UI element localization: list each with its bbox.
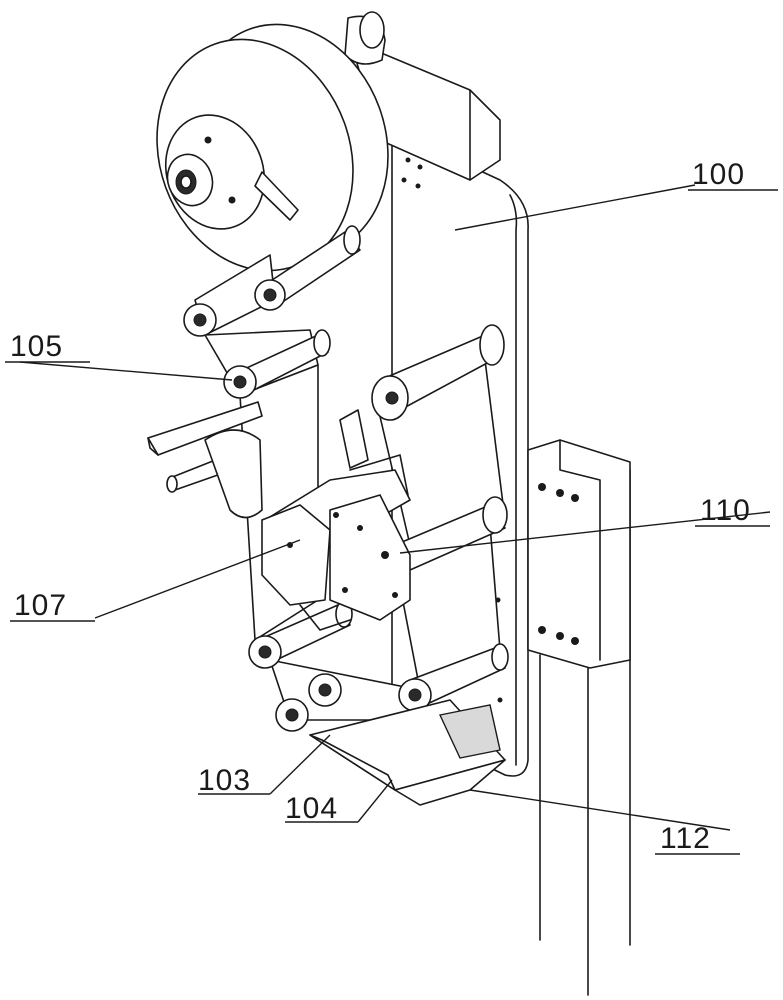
side-bracket — [527, 439, 631, 669]
label-103: 103 — [198, 764, 251, 797]
label-110: 110 — [700, 494, 751, 527]
supply-reel — [156, 23, 389, 272]
roller-right-upper — [371, 324, 505, 421]
label-104: 104 — [285, 792, 338, 825]
roller-upper-2 — [183, 303, 217, 337]
label-105: 105 — [10, 330, 63, 363]
label-100: 100 — [692, 158, 745, 191]
roller-105 — [223, 329, 331, 399]
roller-lower-mid — [308, 673, 342, 707]
leader-lines — [19, 184, 771, 831]
reference-labels: 100 105 110 107 103 104 112 — [5, 158, 778, 855]
label-107: 107 — [14, 589, 67, 622]
label-112: 112 — [660, 822, 711, 855]
center-mechanism — [261, 409, 411, 631]
peel-plate-assembly — [309, 699, 506, 806]
roller-bottom-left — [275, 698, 309, 732]
roller-upper-1 — [254, 225, 361, 311]
lever-handle — [147, 401, 263, 519]
